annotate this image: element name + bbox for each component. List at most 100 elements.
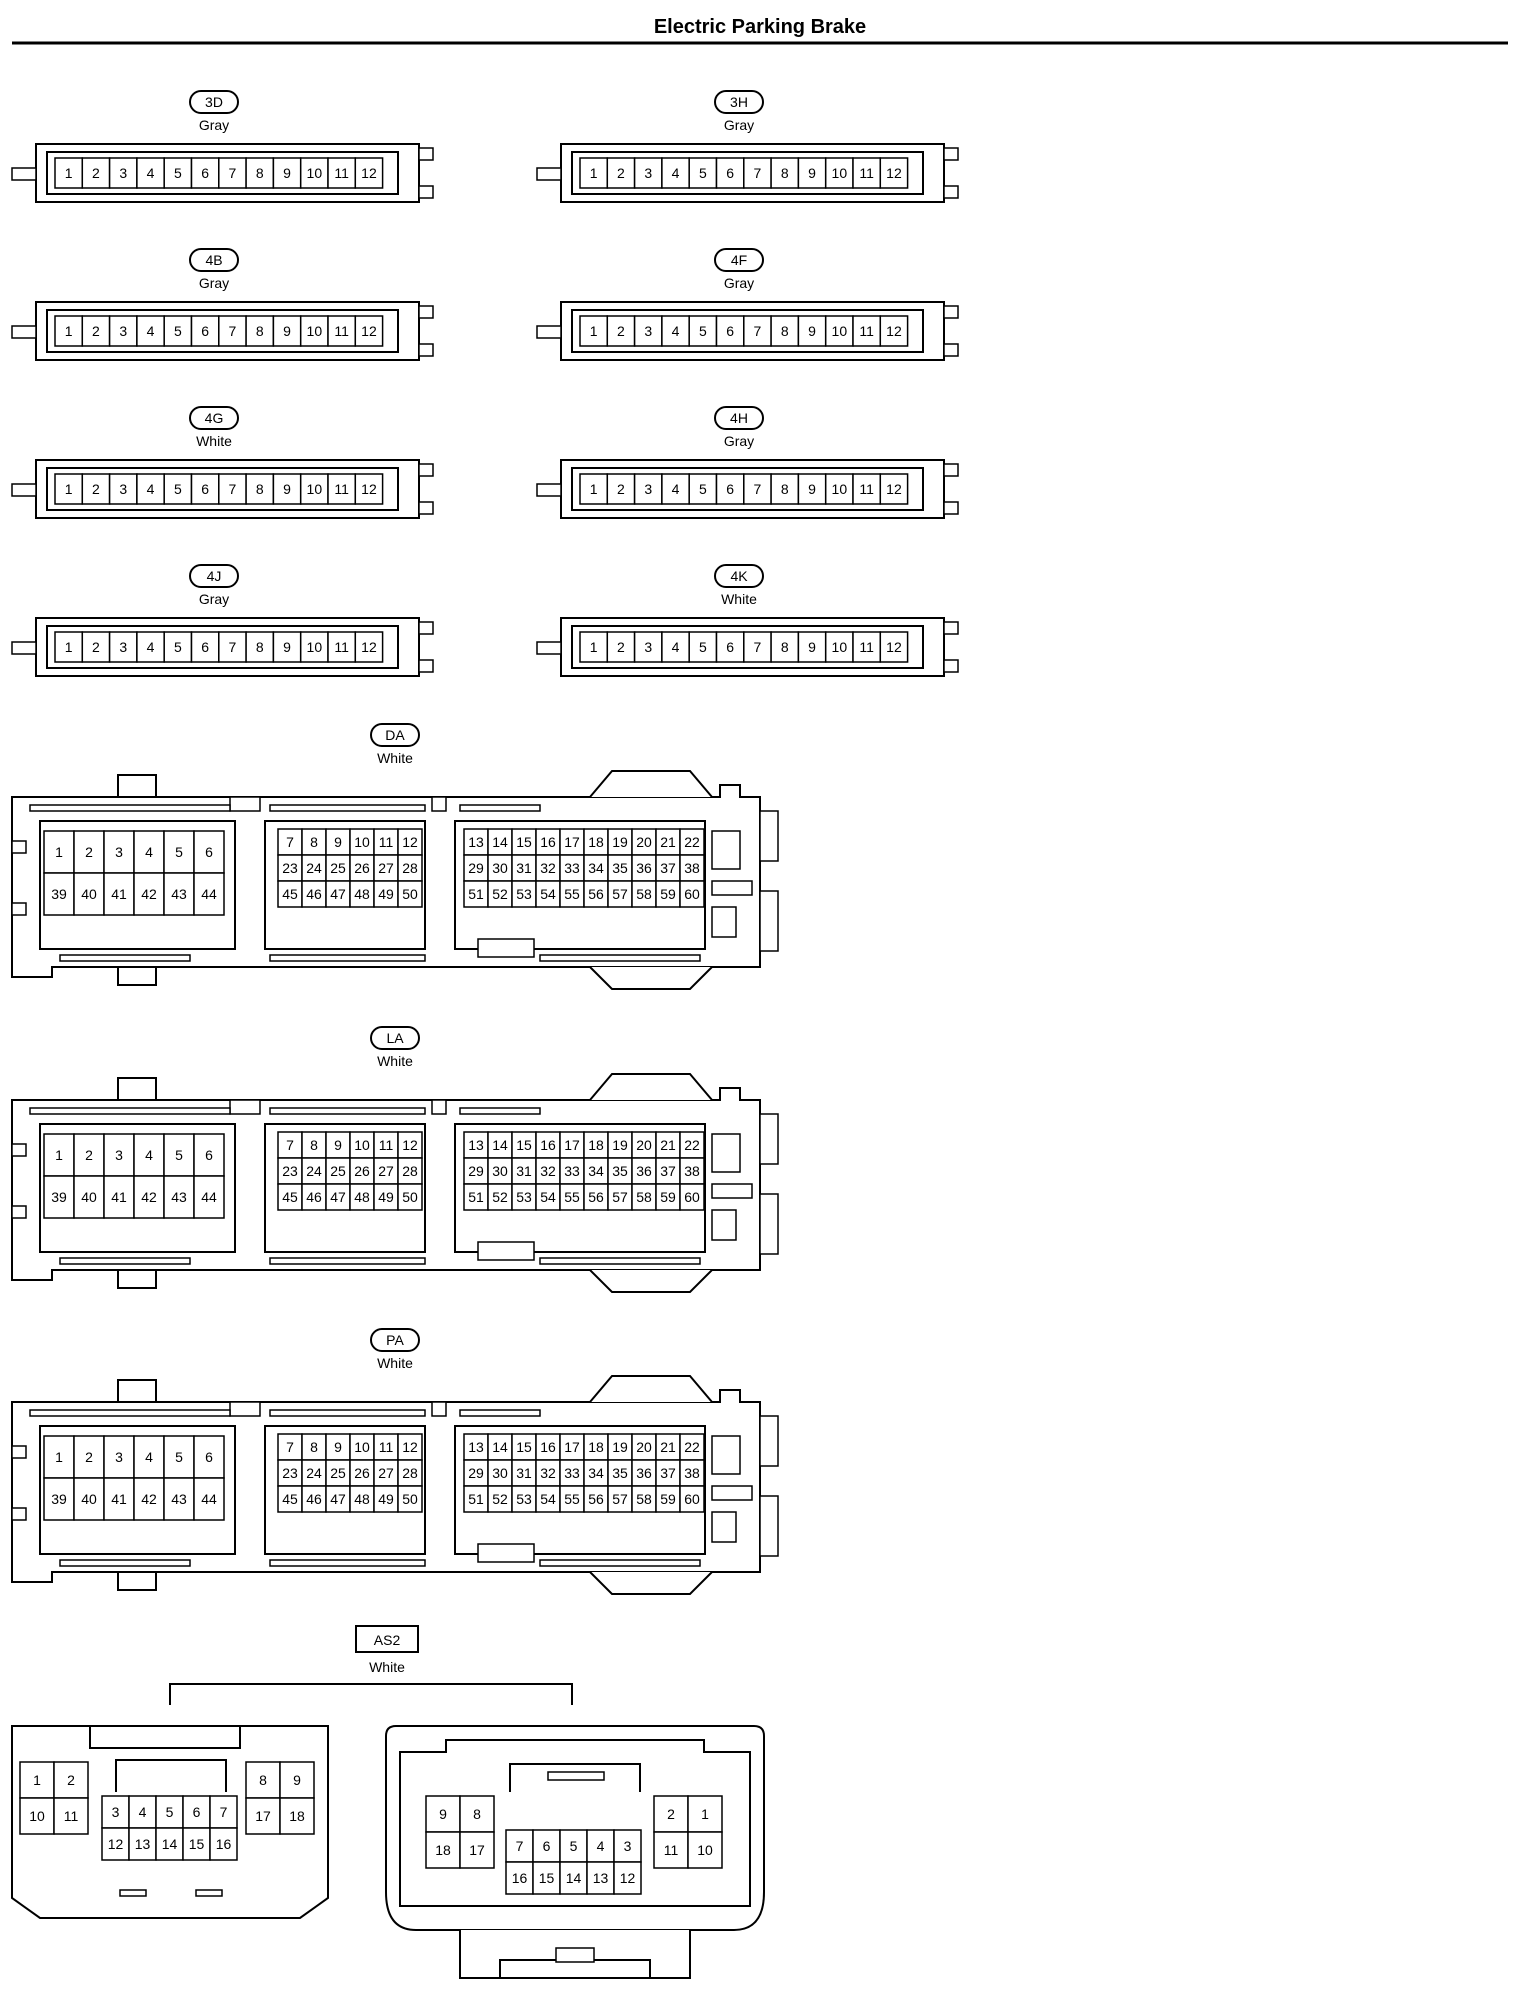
pin-number: 34 <box>588 1163 604 1179</box>
pin-number: 5 <box>699 165 707 181</box>
connector-divider-tab <box>431 1401 447 1417</box>
pin-cavity <box>655 828 681 856</box>
pin-cavity <box>511 880 537 908</box>
pin-number: 7 <box>286 834 294 850</box>
pin-number: 8 <box>259 1772 267 1788</box>
pin-number: 19 <box>612 1137 628 1153</box>
pin-number: 12 <box>886 165 902 181</box>
pin-number: 7 <box>516 1838 524 1854</box>
guide-slot <box>477 1543 535 1563</box>
pin-number: 9 <box>808 165 816 181</box>
pin-number: 55 <box>564 886 580 902</box>
pin-number: 5 <box>174 165 182 181</box>
pin-number: 3 <box>119 481 127 497</box>
pin-number: 1 <box>55 1147 63 1163</box>
pin-number: 24 <box>306 860 322 876</box>
connector-key <box>555 1947 595 1963</box>
pin-cavity <box>327 315 357 347</box>
pin-number: 7 <box>229 323 237 339</box>
pin-number: 4 <box>147 481 155 497</box>
pin-cavity <box>487 1183 513 1211</box>
connector-notch <box>11 1445 27 1459</box>
connector-color-label: Gray <box>199 275 229 291</box>
pin-number: 13 <box>468 834 484 850</box>
connector-key <box>547 1771 605 1781</box>
connector-rail <box>943 305 959 319</box>
connector-latch <box>115 1759 227 1792</box>
pin-number: 10 <box>307 639 323 655</box>
pin-number: 36 <box>636 1163 652 1179</box>
pin-number: 12 <box>361 323 377 339</box>
guide-slot <box>119 1889 147 1897</box>
pin-cavity <box>679 880 705 908</box>
pin-number: 10 <box>697 1842 713 1858</box>
badge-outline <box>714 248 764 272</box>
pin-number: 28 <box>402 860 418 876</box>
pin-cavity <box>459 1831 495 1869</box>
pin-cavity <box>73 1175 105 1219</box>
connector-color-label: Gray <box>199 117 229 133</box>
connector-key <box>711 1209 737 1241</box>
connector-hump <box>589 1073 713 1101</box>
pin-cavity <box>487 1157 513 1185</box>
pin-cavity <box>245 1761 281 1799</box>
pin-number: 2 <box>85 1147 93 1163</box>
pin-number: 47 <box>330 1491 346 1507</box>
pin-number: 35 <box>612 1465 628 1481</box>
connector-id-badge: DA <box>370 723 420 747</box>
pin-number: 5 <box>699 639 707 655</box>
pin-cavity <box>397 1433 423 1461</box>
pin-number: 10 <box>29 1808 45 1824</box>
badge-outline <box>189 248 239 272</box>
pin-cavity <box>245 157 275 189</box>
pin-cavity <box>155 1795 184 1829</box>
pin-number: 9 <box>334 1137 342 1153</box>
pin-number: 18 <box>289 1808 305 1824</box>
pin-number: 9 <box>334 1439 342 1455</box>
pin-cavity <box>613 1829 642 1863</box>
pin-number: 1 <box>590 323 598 339</box>
pin-number: 27 <box>378 1163 394 1179</box>
pin-number: 7 <box>286 1439 294 1455</box>
pin-number: 44 <box>201 886 217 902</box>
pin-number: 36 <box>636 860 652 876</box>
pin-number: 33 <box>564 860 580 876</box>
guide-slot <box>269 804 426 812</box>
pin-number: 46 <box>306 1491 322 1507</box>
connector-id-badge: LA <box>370 1026 420 1050</box>
pin-number: 16 <box>540 1137 556 1153</box>
connector-latch <box>536 641 562 655</box>
pin-number: 4 <box>145 1449 153 1465</box>
pin-number: 60 <box>684 886 700 902</box>
pin-number: 48 <box>354 1491 370 1507</box>
pin-cavity <box>128 1827 157 1861</box>
connector-hump <box>589 966 713 990</box>
pin-cavity <box>19 1797 55 1835</box>
pin-cavity <box>679 1459 705 1487</box>
pin-number: 43 <box>171 886 187 902</box>
pin-cavity <box>209 1827 238 1861</box>
pin-number: 3 <box>644 323 652 339</box>
connector-key <box>711 830 741 870</box>
pin-cavity <box>661 473 690 505</box>
pin-number: 22 <box>684 1137 700 1153</box>
pin-cavity <box>463 1485 489 1513</box>
guide-slot <box>59 1257 191 1265</box>
pin-number: 10 <box>307 481 323 497</box>
pin-cavity <box>73 1133 105 1177</box>
pin-cavity <box>43 1175 75 1219</box>
pin-number: 39 <box>51 1189 67 1205</box>
connector-id-badge: 4K <box>714 564 764 588</box>
pin-number: 5 <box>699 323 707 339</box>
pin-number: 26 <box>354 1163 370 1179</box>
pin-number: 24 <box>306 1465 322 1481</box>
pin-number: 11 <box>334 323 349 339</box>
pin-number: 3 <box>119 639 127 655</box>
pin-number: 13 <box>593 1870 609 1886</box>
pin-cavity <box>559 1433 585 1461</box>
pin-number: 7 <box>286 1137 294 1153</box>
